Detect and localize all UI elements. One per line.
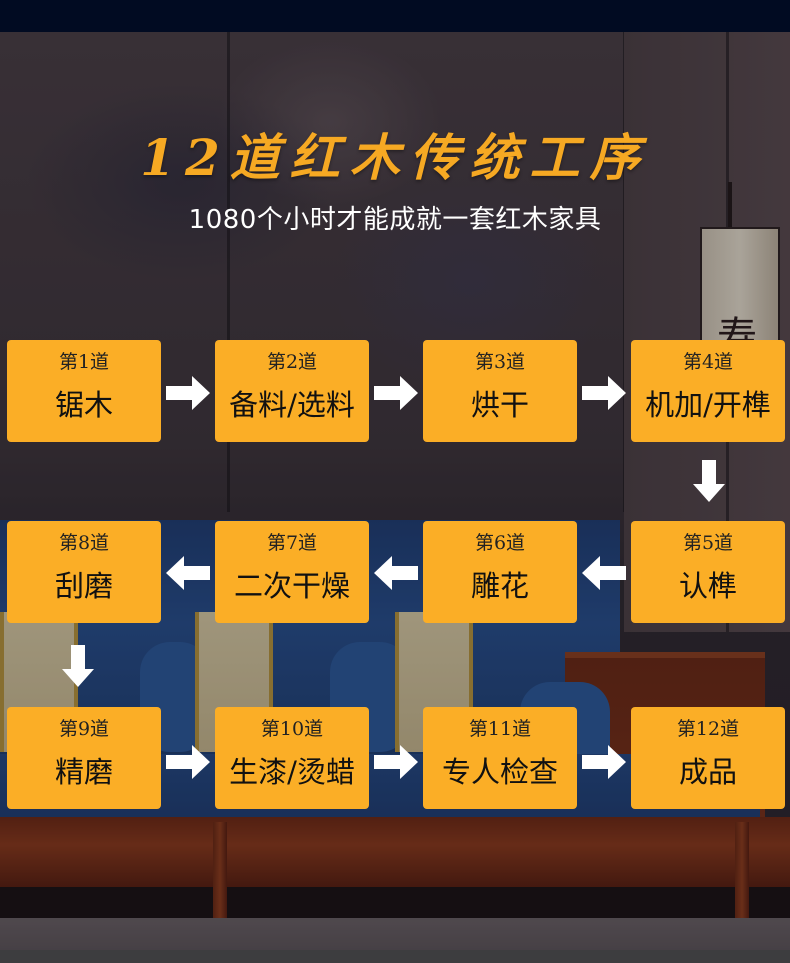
arrow-left-icon bbox=[374, 556, 418, 590]
step-name: 生漆/烫蜡 bbox=[229, 755, 355, 789]
step-name: 雕花 bbox=[470, 569, 529, 603]
step-number: 第11道 bbox=[468, 718, 532, 740]
wooden-frame bbox=[0, 817, 790, 887]
arrow-right-icon bbox=[374, 745, 418, 779]
lamp-rod bbox=[728, 182, 732, 229]
step-name: 刮磨 bbox=[54, 569, 113, 603]
step-card-10: 第10道 生漆/烫蜡 bbox=[215, 707, 369, 809]
step-number: 第8道 bbox=[58, 532, 110, 554]
step-card-9: 第9道 精磨 bbox=[7, 707, 161, 809]
step-name: 认榫 bbox=[678, 569, 737, 603]
top-bar bbox=[0, 0, 790, 32]
step-number: 第4道 bbox=[682, 351, 734, 373]
step-name: 机加/开榫 bbox=[645, 388, 771, 422]
step-card-4: 第4道 机加/开榫 bbox=[631, 340, 785, 442]
step-name: 二次干燥 bbox=[233, 569, 350, 603]
screen-divider bbox=[227, 32, 230, 512]
step-name: 锯木 bbox=[54, 388, 113, 422]
arrow-down-icon bbox=[62, 645, 94, 687]
step-card-12: 第12道 成品 bbox=[631, 707, 785, 809]
floor bbox=[0, 918, 790, 950]
step-name: 成品 bbox=[678, 755, 737, 789]
step-name: 备料/选料 bbox=[229, 388, 355, 422]
arrow-right-icon bbox=[582, 745, 626, 779]
step-name: 专人检查 bbox=[441, 755, 558, 789]
bottom-bar bbox=[0, 950, 790, 963]
step-card-5: 第5道 认榫 bbox=[631, 521, 785, 623]
step-card-7: 第7道 二次干燥 bbox=[215, 521, 369, 623]
step-number: 第9道 bbox=[58, 718, 110, 740]
arrow-right-icon bbox=[166, 745, 210, 779]
page-title: 12道红木传统工序 bbox=[140, 128, 650, 187]
step-number: 第10道 bbox=[260, 718, 324, 740]
step-card-3: 第3道 烘干 bbox=[423, 340, 577, 442]
page-subtitle: 1080个小时才能成就一套红木家具 bbox=[188, 205, 602, 235]
step-number: 第5道 bbox=[682, 532, 734, 554]
arrow-left-icon bbox=[582, 556, 626, 590]
step-number: 第3道 bbox=[474, 351, 526, 373]
step-number: 第7道 bbox=[266, 532, 318, 554]
arrow-right-icon bbox=[166, 376, 210, 410]
step-number: 第6道 bbox=[474, 532, 526, 554]
arrow-right-icon bbox=[374, 376, 418, 410]
step-name: 烘干 bbox=[470, 388, 529, 422]
arrow-down-icon bbox=[693, 460, 725, 502]
step-card-8: 第8道 刮磨 bbox=[7, 521, 161, 623]
step-number: 第1道 bbox=[58, 351, 110, 373]
step-card-1: 第1道 锯木 bbox=[7, 340, 161, 442]
step-card-11: 第11道 专人检查 bbox=[423, 707, 577, 809]
arrow-right-icon bbox=[582, 376, 626, 410]
arrow-left-icon bbox=[166, 556, 210, 590]
step-number: 第12道 bbox=[676, 718, 740, 740]
step-card-6: 第6道 雕花 bbox=[423, 521, 577, 623]
step-number: 第2道 bbox=[266, 351, 318, 373]
step-card-2: 第2道 备料/选料 bbox=[215, 340, 369, 442]
step-name: 精磨 bbox=[54, 755, 113, 789]
